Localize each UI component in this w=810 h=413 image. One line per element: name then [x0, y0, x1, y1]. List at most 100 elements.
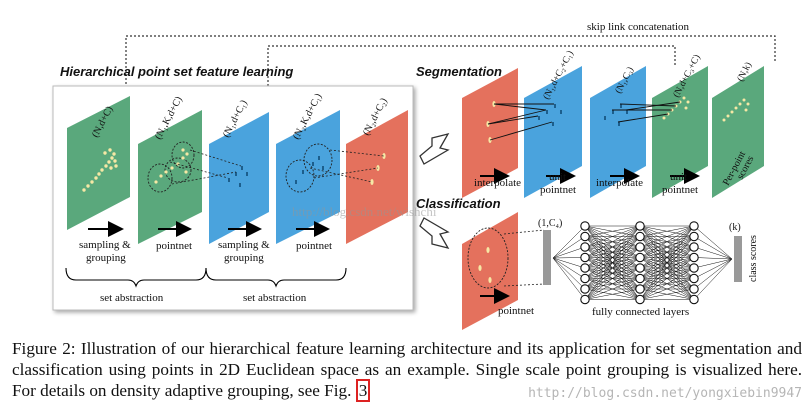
fc-neuron — [689, 242, 699, 252]
fc-in-edge — [552, 257, 586, 290]
seg-unit-2: unit — [670, 171, 687, 183]
fc-out-edge — [693, 225, 733, 260]
plane-input — [67, 96, 130, 230]
fc-neuron — [689, 263, 699, 273]
fc-neuron — [580, 263, 590, 273]
fc-neuron — [580, 252, 590, 263]
fc-neuron — [635, 221, 645, 231]
figure-caption: Figure 2: Illustration of our hierarchic… — [12, 338, 802, 402]
fc-edge — [639, 236, 695, 300]
fc-edge — [584, 246, 641, 300]
fc-neuron — [580, 294, 590, 305]
fc-in-edge — [552, 246, 586, 259]
fc-network — [552, 221, 733, 305]
fc-in-edge — [552, 257, 586, 269]
fc-in-edge — [552, 257, 586, 300]
seg-plane-output — [712, 66, 764, 198]
seg-plane-green — [652, 66, 708, 198]
set-abstraction-1: set abstraction — [100, 292, 164, 304]
fc-neuron — [580, 284, 590, 294]
fc-neuron — [580, 242, 590, 252]
fc-edge — [639, 225, 695, 258]
hierarchical-title: Hierarchical point set feature learning — [60, 64, 293, 79]
fc-in-edge — [552, 257, 586, 259]
fc-out-edge — [693, 236, 733, 260]
classification-title: Classification — [416, 196, 501, 211]
seg-interpolate-2: interpolate — [596, 177, 643, 189]
caption-text: Figure 2: Illustration of our hierarchic… — [12, 339, 802, 400]
cls-output-label: (k) — [729, 222, 741, 233]
fc-in-edge — [552, 225, 586, 259]
fc-in-edge — [552, 257, 586, 279]
seg-connection-lines — [487, 101, 681, 141]
fc-edge — [584, 225, 641, 258]
skip-link-label: skip link concatenation — [587, 21, 690, 33]
set-abstraction-2: set abstraction — [243, 292, 307, 304]
seg-interpolate-1: interpolate — [474, 177, 521, 189]
cls-feature-label: (1,C₄) — [538, 218, 562, 229]
cls-pointnet: pointnet — [498, 305, 534, 317]
fc-neuron — [689, 284, 699, 294]
plane-grouping-1 — [138, 110, 202, 244]
fc-neuron — [635, 242, 645, 252]
fc-neuron — [689, 294, 699, 305]
fc-edge — [584, 225, 641, 300]
fc-edge — [639, 225, 695, 279]
cls-dotted-lines — [503, 229, 545, 287]
fc-edge — [639, 225, 695, 290]
fc-edge — [639, 257, 695, 300]
seg-unit-pointnet-2: pointnet — [662, 184, 698, 196]
fc-edge — [584, 278, 641, 300]
fc-out-edge — [693, 258, 733, 290]
fc-edge — [639, 278, 695, 300]
fc-edge — [584, 225, 641, 248]
fc-out-edge — [693, 246, 733, 260]
fc-out-edge — [693, 258, 733, 279]
fc-edge — [584, 236, 641, 300]
fc-edge — [639, 225, 695, 300]
projection-lines-1 — [169, 149, 242, 185]
fc-neuron — [689, 273, 699, 284]
fc-out-edge — [693, 258, 733, 269]
fc-neuron — [635, 231, 645, 242]
fc-edge — [639, 267, 695, 300]
fc-edge — [639, 225, 695, 237]
fc-edge — [584, 257, 641, 300]
fc-out-edge — [693, 257, 733, 260]
seg-plane-blue-2 — [590, 66, 646, 198]
fc-label: fully connected layers — [592, 306, 689, 318]
fc-edge — [639, 246, 695, 300]
seg-unit-1: unit — [549, 171, 566, 183]
plane-features-1 — [209, 112, 269, 244]
step-sampling-2: sampling & — [218, 239, 270, 251]
fc-neuron — [635, 284, 645, 294]
fc-in-edge — [552, 236, 586, 259]
fc-edge — [584, 225, 641, 279]
step-grouping-2: grouping — [224, 252, 264, 264]
fc-neuron — [689, 221, 699, 231]
fc-edge — [639, 225, 695, 248]
fc-neuron — [689, 231, 699, 242]
branch-arrows — [419, 132, 450, 250]
fc-neuron — [580, 221, 590, 231]
fc-neuron — [580, 273, 590, 284]
cls-output-vector — [734, 236, 742, 282]
segmentation-title: Segmentation — [416, 64, 502, 79]
plane-grouping-2 — [276, 110, 340, 244]
architecture-figure: skip link concatenation Hierarchical poi… — [52, 21, 776, 330]
fc-neuron — [635, 294, 645, 305]
fc-out-edge — [693, 258, 733, 300]
fc-edge — [584, 267, 641, 300]
caption-watermark: http://blog.csdn.net/yongxiebin9947 — [528, 386, 802, 401]
seg-plane-red — [462, 68, 518, 198]
fc-edge — [584, 225, 641, 237]
step-pointnet-1: pointnet — [156, 240, 192, 252]
fc-edge — [584, 225, 641, 290]
fc-edge — [639, 288, 695, 300]
set-abstraction-braces — [65, 267, 347, 288]
watermark: http://blog.csdn.net/wishchi — [292, 204, 437, 219]
step-grouping-1: grouping — [86, 252, 126, 264]
fc-neuron — [635, 252, 645, 263]
step-pointnet-2: pointnet — [296, 240, 332, 252]
figure-reference-link[interactable]: 3 — [355, 379, 371, 402]
